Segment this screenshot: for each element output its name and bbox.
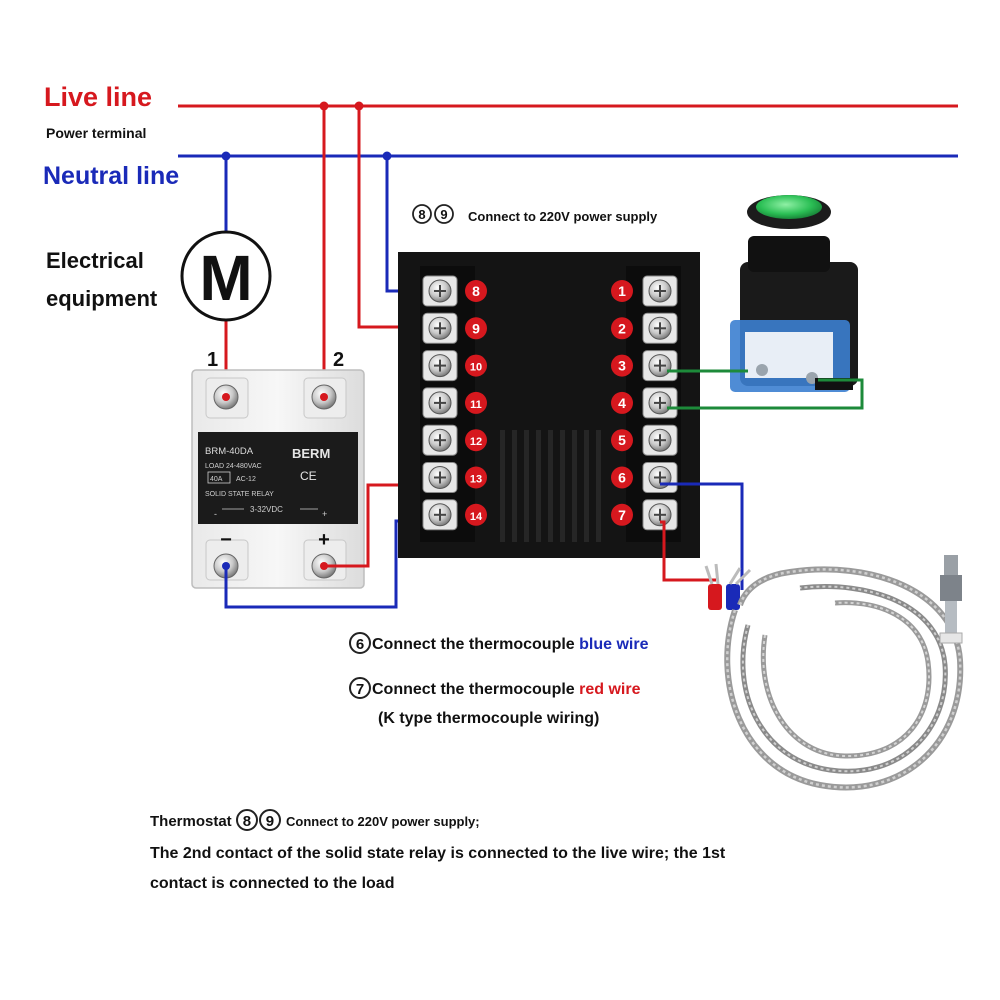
supply-circle-9: 9 xyxy=(440,207,447,222)
terminal-number-badge xyxy=(611,466,633,489)
push-button-icon xyxy=(730,195,858,392)
terminal-number-badge xyxy=(611,317,633,340)
relay-ce-mark: CE xyxy=(300,469,317,483)
screw-terminal-4: 4 xyxy=(611,387,678,419)
terminal-number-badge xyxy=(465,466,487,489)
relay-contact-2-label: 2 xyxy=(333,349,344,371)
bottom-note-line-3: contact is connected to the load xyxy=(150,875,395,892)
blue-note-text: Connect the thermocouple xyxy=(372,636,580,653)
terminal-number-14: 14 xyxy=(470,511,483,523)
terminal-number-badge xyxy=(465,317,487,340)
terminal-number-badge xyxy=(465,354,487,377)
terminal-number-4: 4 xyxy=(618,395,626,411)
thermocouple-probe-icon xyxy=(704,555,964,791)
screw-terminal-14: 14 xyxy=(422,499,487,531)
bottom-note-circle-9: 9 xyxy=(258,809,281,831)
terminal-4-green-wire xyxy=(667,378,864,410)
relay-load-rating: LOAD 24-480VAC xyxy=(205,463,262,470)
bottom-note-line-2: The 2nd contact of the solid state relay… xyxy=(150,845,726,862)
relay-control-voltage: 3-32VDC xyxy=(250,505,283,514)
relay-contact-1-label: 1 xyxy=(207,349,218,371)
motor-icon: M xyxy=(180,230,272,322)
blue-note-circle-6: 6 xyxy=(349,632,371,654)
supply-circle-8: 8 xyxy=(418,207,425,222)
terminal-6-blue-wire xyxy=(660,482,744,590)
terminal-number-badge xyxy=(465,280,487,302)
bottom-note-supply: Connect to 220V power supply; xyxy=(286,814,480,829)
terminal-number-6: 6 xyxy=(618,470,626,486)
terminal-number-10: 10 xyxy=(470,362,482,374)
terminal-number-12: 12 xyxy=(470,436,482,448)
bottom-note-prefix: Thermostat xyxy=(150,813,232,830)
terminal-number-badge xyxy=(465,429,487,452)
relay-control-plus: + xyxy=(322,509,327,519)
screw-terminal-13: 13 xyxy=(422,462,487,493)
screw-terminal-5: 5 xyxy=(611,424,678,456)
terminal-number-badge xyxy=(465,503,487,526)
supply-text: Connect to 220V power supply xyxy=(468,209,658,224)
terminal-number-5: 5 xyxy=(618,432,626,448)
solid-state-relay: 1 2 − + BRM-40DA BERM LOAD 24-480VAC 40A… xyxy=(191,349,365,589)
terminal-number-13: 13 xyxy=(470,474,482,486)
screw-terminal-6: 6 xyxy=(611,462,678,493)
thermostat-left-terminals: 8 9 10 11 12 13 14 xyxy=(422,275,487,531)
terminal-number-7: 7 xyxy=(618,507,626,523)
relay-current: 40A xyxy=(210,476,223,483)
thermostat-right-terminals: 1 2 3 4 5 6 7 xyxy=(611,275,678,531)
red-note-circle-7: 7 xyxy=(349,677,371,699)
screw-terminal-12: 12 xyxy=(422,424,487,456)
screw-terminal-7: 7 xyxy=(611,499,678,531)
relay-model: BRM-40DA xyxy=(205,446,254,457)
terminal-number-badge xyxy=(611,429,633,452)
screw-terminal-10: 10 xyxy=(422,350,487,382)
neutral-line-label: Neutral line xyxy=(43,162,179,190)
red-wire-text: red wire xyxy=(579,681,641,698)
screw-terminal-2: 2 xyxy=(611,312,678,344)
terminal-number-badge xyxy=(611,391,633,414)
terminal-number-3: 3 xyxy=(618,358,626,374)
terminal-number-11: 11 xyxy=(470,399,482,411)
screw-terminal-9: 9 xyxy=(422,312,487,344)
red-note-text: Connect the thermocouple xyxy=(372,681,580,698)
motor-symbol: M xyxy=(199,242,252,314)
terminal-7-red-wire xyxy=(660,520,716,582)
blue-wire-text: blue wire xyxy=(579,636,649,653)
screw-terminal-1: 1 xyxy=(611,275,678,307)
terminal-number-badge xyxy=(611,280,633,302)
terminal-number-1: 1 xyxy=(618,283,626,299)
relay-brand: BERM xyxy=(292,446,330,461)
terminal-number-8: 8 xyxy=(472,283,480,299)
k-type-note: (K type thermocouple wiring) xyxy=(378,710,600,727)
terminal-number-9: 9 xyxy=(472,320,480,336)
relay-plus-label: + xyxy=(318,529,330,551)
electrical-equipment-label-2: equipment xyxy=(46,286,158,311)
live-line-label: Live line xyxy=(44,82,152,112)
terminal-number-2: 2 xyxy=(618,320,626,336)
screw-terminal-3: 3 xyxy=(611,350,678,382)
relay-ac-class: AC-12 xyxy=(236,476,256,483)
relay-control-minus: - xyxy=(214,509,217,519)
terminal-number-badge xyxy=(611,503,633,526)
relay-minus-label: − xyxy=(220,529,232,551)
power-terminal-label: Power terminal xyxy=(46,125,146,141)
screw-terminal-8: 8 xyxy=(422,275,487,307)
terminal-number-badge xyxy=(611,354,633,377)
electrical-equipment-label-1: Electrical xyxy=(46,248,144,273)
terminal-number-badge xyxy=(465,391,487,414)
relay-type: SOLID STATE RELAY xyxy=(205,491,274,498)
screw-terminal-11: 11 xyxy=(422,387,487,419)
bottom-note-circle-8: 8 xyxy=(235,809,258,831)
